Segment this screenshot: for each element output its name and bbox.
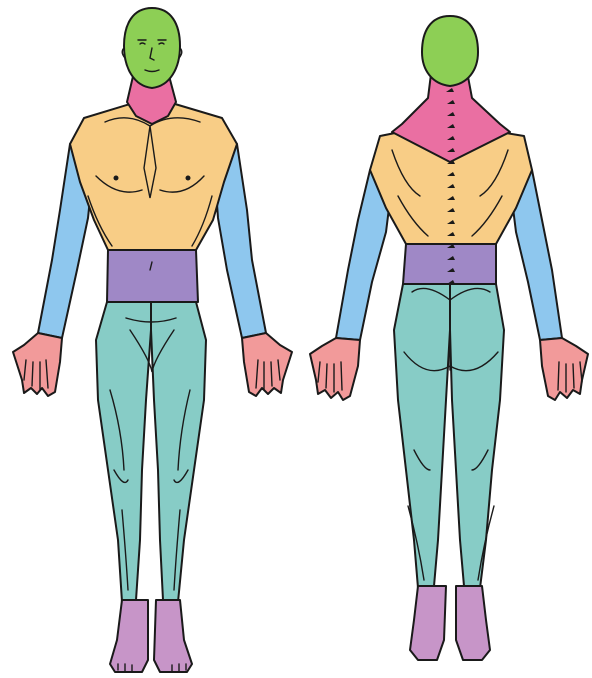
front-right-nipple bbox=[186, 176, 191, 181]
front-view bbox=[13, 8, 292, 672]
back-right-foot bbox=[456, 586, 490, 660]
back-view bbox=[310, 16, 588, 660]
front-right-hand bbox=[242, 333, 292, 396]
front-left-nipple bbox=[114, 176, 119, 181]
back-head bbox=[422, 16, 478, 86]
front-left-hand bbox=[13, 333, 62, 396]
back-right-leg bbox=[450, 284, 504, 588]
back-left-foot bbox=[410, 586, 446, 660]
back-lower-back bbox=[403, 244, 496, 284]
front-right-leg bbox=[151, 302, 206, 602]
front-left-foot bbox=[110, 600, 148, 672]
back-left-hand bbox=[310, 338, 360, 400]
front-abdomen bbox=[107, 250, 198, 302]
front-left-leg bbox=[96, 302, 151, 602]
front-right-foot bbox=[154, 600, 192, 672]
back-left-leg bbox=[394, 284, 450, 588]
